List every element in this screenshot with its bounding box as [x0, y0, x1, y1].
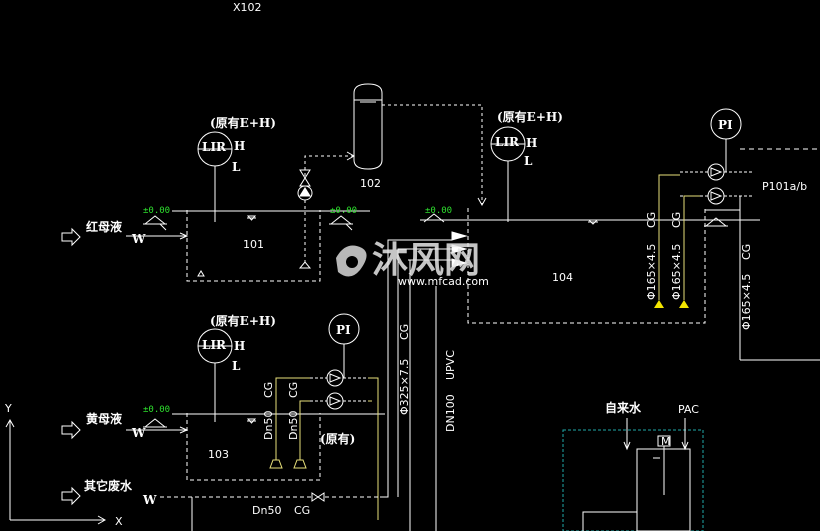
inst-original-103: (原有E+H) [210, 313, 276, 328]
watermark-text: 沐风网 [372, 240, 480, 281]
tank-101-level [197, 215, 257, 277]
tank-103-label: 103 [208, 448, 229, 461]
pump-label-p101: P101a/b [762, 180, 807, 193]
ucs-axis-icon [5, 418, 107, 525]
cg-a: CG [645, 212, 658, 228]
pipe-phi165-a: Φ165×4.5 [645, 244, 658, 300]
pumps-103 [310, 369, 368, 410]
lir-101-low: L [232, 160, 241, 174]
feed-red-label: 红母液 [86, 219, 122, 234]
pumps-p101 [680, 163, 820, 361]
lir-104-bubble [490, 126, 526, 222]
cg-b: CG [670, 212, 683, 228]
elev-101-right: ±0.00 [330, 206, 357, 216]
pump-102-feed [297, 169, 313, 269]
elev-104: ±0.00 [425, 206, 452, 216]
suction-pipes-104 [658, 174, 700, 300]
tank-104 [467, 208, 706, 324]
cg-phi325: CG [398, 324, 411, 340]
arrow-into-104 [346, 151, 487, 207]
inst-original-101: (原有E+H) [210, 115, 276, 130]
lir-103-high: H [234, 339, 245, 353]
pipe-phi165-b: Φ165×4.5 [670, 244, 683, 300]
feed-other-arrow [61, 486, 380, 531]
lir-104-text: LIR [495, 135, 520, 149]
vessel-102 [353, 83, 383, 170]
inst-original-104: (原有E+H) [497, 109, 563, 124]
dn50-b: Dn50 [287, 411, 300, 440]
tank-103-level [246, 418, 257, 424]
dn50-other: Dn50 [252, 504, 281, 517]
inlet-lines-104 [380, 239, 452, 531]
feed-yellow-w: W [131, 426, 146, 440]
dn50-a: Dn50 [262, 411, 275, 440]
foot-valves-103 [269, 459, 307, 469]
tank-101 [186, 210, 321, 282]
pipe-phi325: Φ325×7.5 [398, 359, 411, 415]
vent-line-102-104 [304, 104, 483, 262]
lir-104-high: H [526, 136, 537, 150]
cg-other: CG [294, 504, 310, 517]
lir-101-high: H [234, 139, 245, 153]
cg-dn50-a: CG [262, 382, 275, 398]
tank-104-label: 104 [552, 271, 573, 284]
watermark-url: www.mfcad.com [398, 275, 489, 288]
pac-label: PAC [678, 403, 699, 416]
pi-104-text: PI [718, 118, 733, 132]
pi-104-bubble [710, 108, 742, 172]
pipe-phi165-c: Φ165×4.5 [740, 274, 753, 330]
lir-103-low: L [232, 359, 241, 373]
elev-101-left: ±0.00 [143, 206, 170, 216]
lir-103-text: LIR [202, 338, 227, 352]
pipe-dn100: DN100 [444, 394, 457, 432]
inlet-arrows-104 [451, 231, 468, 268]
mixer-m: M [661, 435, 671, 448]
lir-104-low: L [524, 154, 533, 168]
pac-tank [582, 418, 691, 531]
tank-103 [186, 413, 321, 481]
lir-101-text: LIR [202, 140, 227, 154]
feed-other-label: 其它废水 [84, 478, 133, 493]
cg-dn50-b: CG [287, 382, 300, 398]
lir-103-bubble [197, 328, 233, 422]
tag-x102: X102 [233, 1, 262, 14]
vessel-102-label: 102 [360, 177, 381, 190]
watermark-logo [336, 245, 367, 277]
elev-103: ±0.00 [143, 405, 170, 415]
tank-101-label: 101 [243, 238, 264, 251]
feed-yellow-arrow [61, 420, 189, 440]
tank-104-level [587, 219, 599, 225]
pipes-103 [275, 377, 379, 520]
pi-103-text: PI [336, 323, 351, 337]
axis-y-label: Y [4, 402, 12, 415]
ground-symbols-101 [143, 215, 353, 231]
feed-red-w: W [131, 232, 146, 246]
tap-water-label: 自来水 [605, 400, 642, 415]
cg-c: CG [740, 244, 753, 260]
ground-symbols-103 [143, 418, 167, 428]
pipe-upvc: UPVC [444, 350, 457, 380]
suction-triangles-104 [654, 300, 689, 308]
feed-yellow-label: 黄母液 [86, 411, 122, 426]
ground-symbols-104 [423, 213, 728, 227]
pac-dosing-box [562, 429, 704, 531]
feed-other-w: W [142, 493, 157, 507]
feed-red-arrow [61, 227, 189, 247]
lir-101-bubble [197, 131, 233, 222]
original-note-103: (原有) [320, 431, 355, 446]
pi-103-bubble [328, 313, 360, 378]
axis-x-label: X [115, 515, 123, 528]
